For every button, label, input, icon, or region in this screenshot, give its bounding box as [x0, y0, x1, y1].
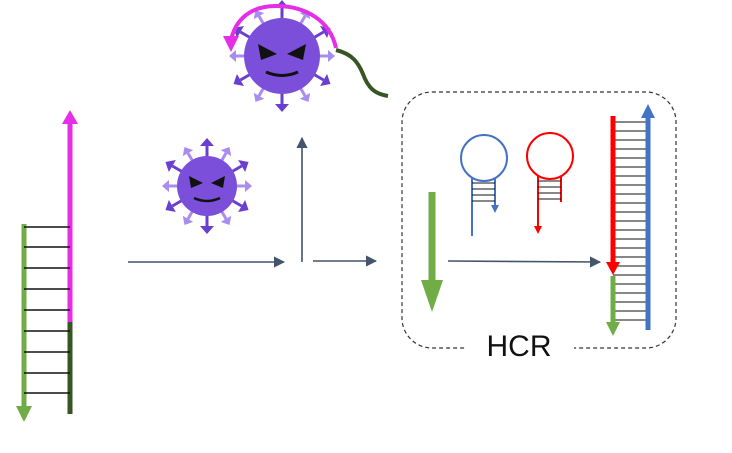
arrow-icon: [447, 256, 602, 268]
hcr-box: HCR: [401, 91, 677, 363]
probe-duplex: [16, 110, 78, 422]
bound-probe: [223, 3, 389, 98]
initiator-strand: [421, 192, 443, 312]
hairpin-icon: [460, 134, 508, 236]
duplex-icon: [606, 104, 655, 336]
hcr-label: HCR: [487, 330, 552, 363]
virus-icon: [227, 0, 337, 114]
hairpin-icon: [526, 132, 574, 234]
virus-icon: [160, 136, 254, 236]
